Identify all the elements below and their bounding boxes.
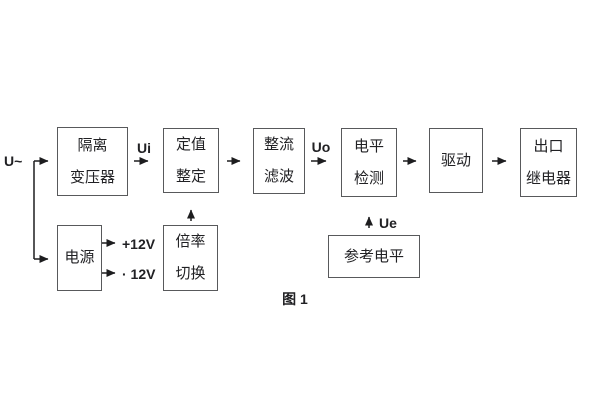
block-label: 参考电平 (343, 247, 404, 265)
block-label: 整定 (175, 167, 206, 185)
block-rectifier-filter: 整流 滤波 (253, 128, 305, 194)
block-power-supply: 电源 (57, 225, 102, 291)
block-setting-adjust: 定值 整定 (163, 128, 219, 193)
block-label: 变压器 (69, 168, 115, 186)
block-label: 整流 (263, 136, 294, 153)
block-label: 隔离 (77, 136, 108, 154)
block-output-relay: 出口 继电器 (520, 128, 577, 197)
block-label: 滤波 (263, 168, 294, 185)
block-label: 电源 (64, 249, 95, 266)
block-reference-level: 参考电平 (328, 235, 420, 278)
label-uo: Uo (311, 139, 331, 155)
figure-caption: 图 1 (282, 291, 308, 307)
block-label: 检测 (353, 169, 384, 187)
label-ui: Ui (137, 140, 151, 156)
block-label: 驱动 (440, 151, 471, 169)
block-level-detect: 电平 检测 (341, 128, 397, 197)
block-label: 倍率 (175, 233, 206, 250)
block-label: 出口 (533, 137, 564, 155)
label-pos-12v: +12V (122, 236, 156, 252)
block-label: 电平 (353, 137, 384, 155)
block-drive: 驱动 (429, 128, 483, 193)
block-label: 切换 (175, 265, 206, 282)
block-ratio-switch: 倍率 切换 (163, 225, 218, 291)
block-label: 定值 (175, 135, 206, 153)
block-label: 继电器 (525, 169, 571, 187)
label-ue: Ue (379, 215, 397, 231)
label-neg-12v: · 12V (122, 266, 156, 282)
label-input-voltage: U~ (4, 153, 23, 169)
block-isolation-transformer: 隔离 变压器 (57, 127, 128, 196)
